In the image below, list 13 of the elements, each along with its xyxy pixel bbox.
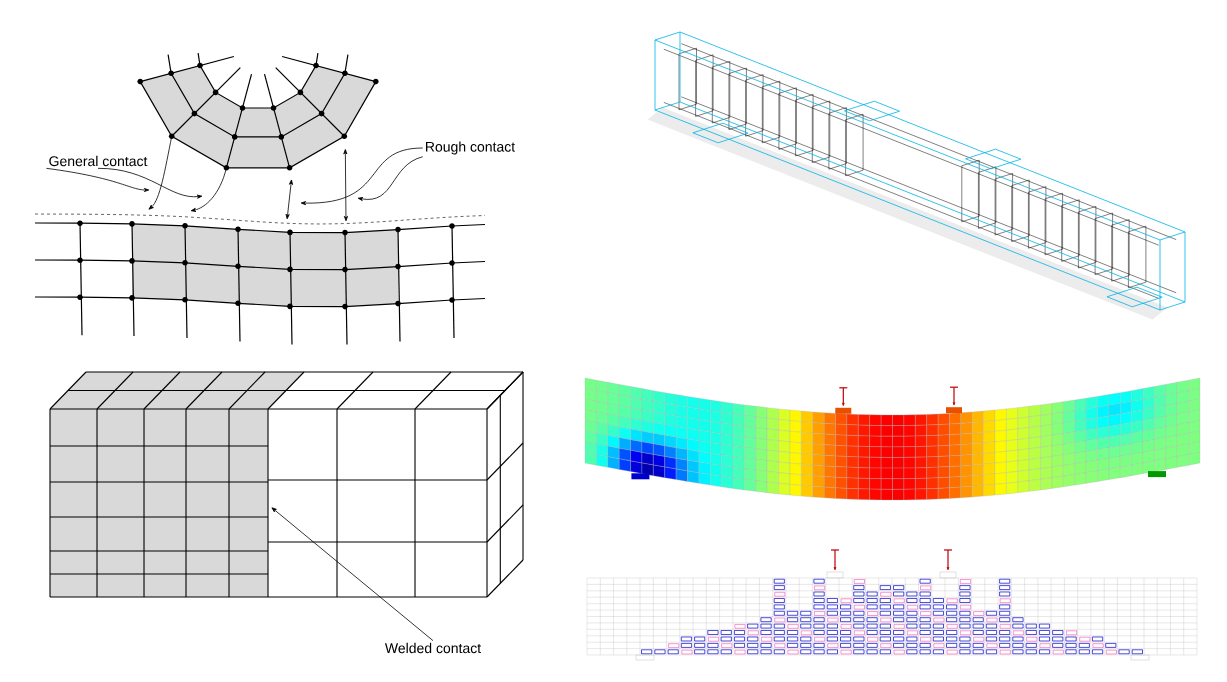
contact-arrow	[148, 135, 173, 210]
leader-line	[97, 167, 203, 199]
callout-label: Rough contact	[426, 141, 516, 155]
double-headed-arrow	[285, 179, 293, 220]
leader-line	[300, 147, 424, 206]
callout-label: Welded contact	[384, 642, 481, 654]
contact-arrow	[190, 167, 227, 212]
double-headed-arrow	[343, 149, 348, 222]
leader-line	[357, 156, 424, 201]
leader-line	[46, 167, 150, 192]
lower-mesh-drawing	[34, 220, 486, 346]
callout-label: General contact	[49, 155, 148, 167]
leader-line	[271, 507, 434, 642]
